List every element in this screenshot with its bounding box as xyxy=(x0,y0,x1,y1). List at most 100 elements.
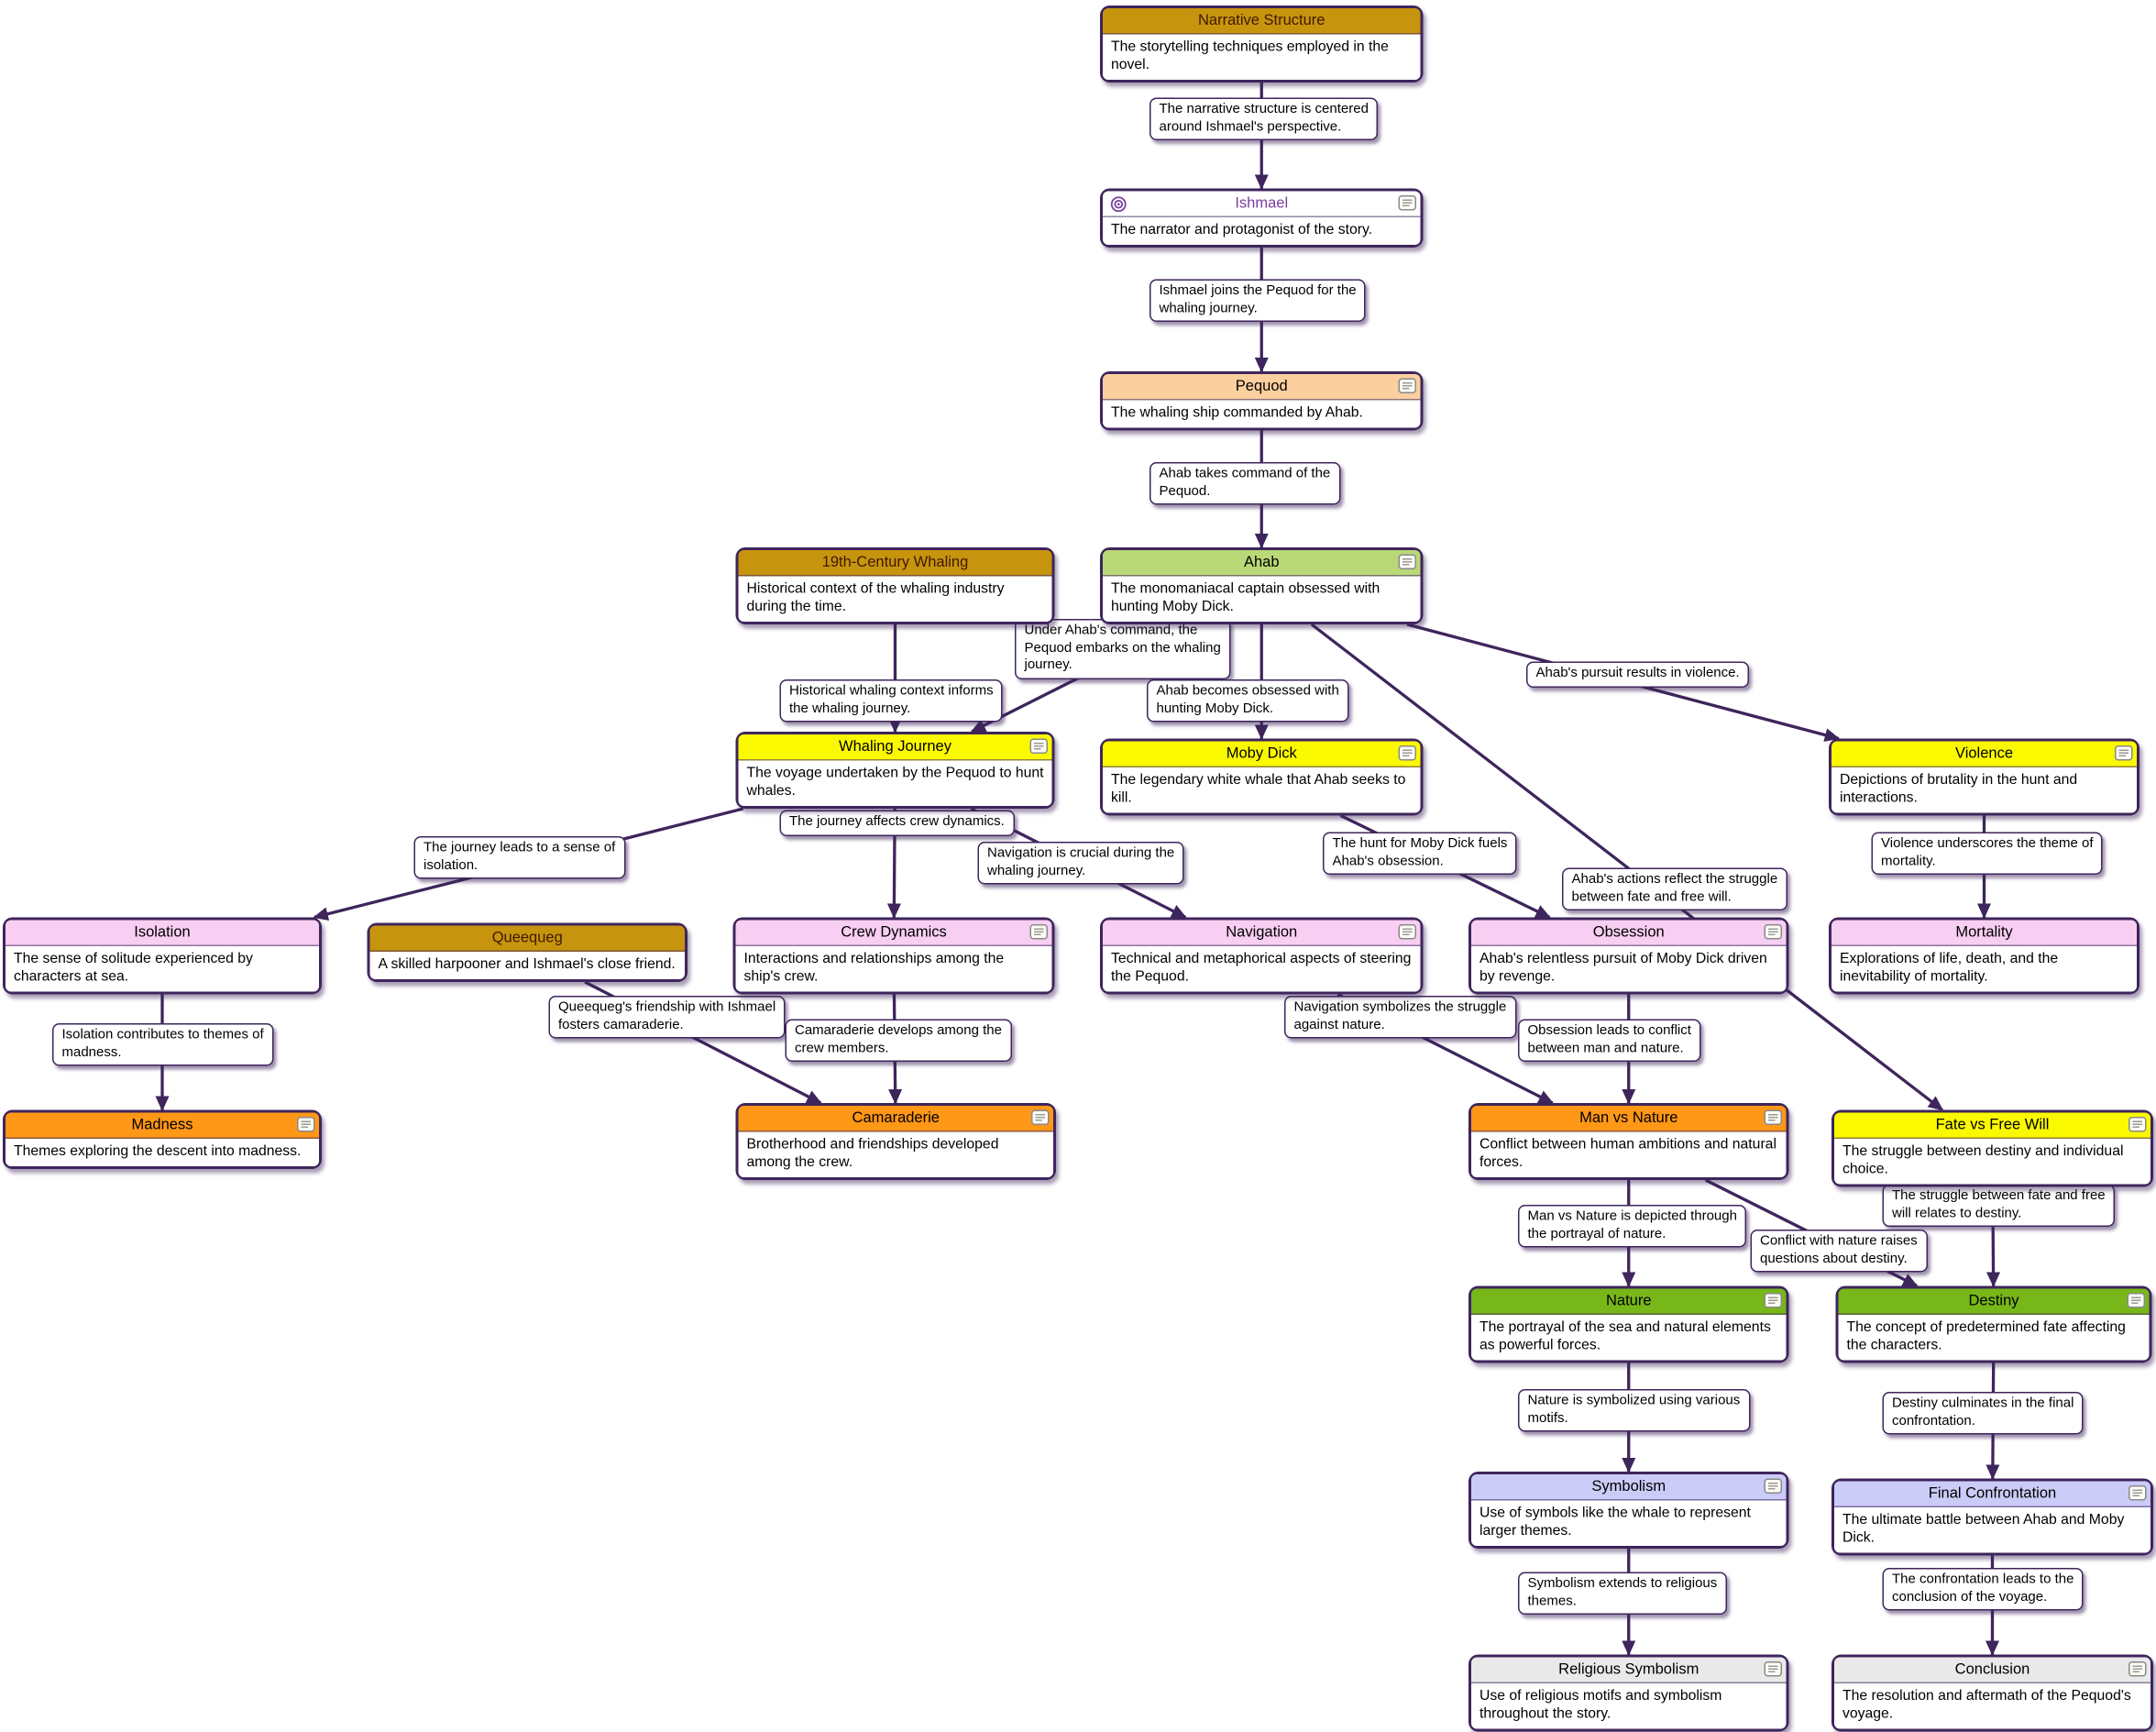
note-icon[interactable] xyxy=(1765,1660,1783,1676)
edge-label-man-vs-nature-to-destiny: Conflict with nature raises questions ab… xyxy=(1751,1230,1928,1273)
node-title: Navigation xyxy=(1226,923,1297,942)
node-header: Whaling Journey xyxy=(739,734,1052,761)
note-icon[interactable] xyxy=(1765,1109,1783,1125)
note-icon[interactable] xyxy=(2128,1292,2146,1307)
node-title: Violence xyxy=(1955,745,2013,763)
note-icon[interactable] xyxy=(1399,378,1417,393)
note-icon[interactable] xyxy=(1031,1109,1050,1125)
node-title: Final Confrontation xyxy=(1929,1484,2056,1503)
node-description: The struggle between destiny and individ… xyxy=(1834,1139,2150,1185)
edge-label-ahab-to-whaling-journey: Under Ahab's command, the Pequod embarks… xyxy=(1015,619,1230,678)
node-title: Mortality xyxy=(1955,923,2012,942)
edge-label-queequeg-to-camaraderie: Queequeg's friendship with Ishmael foste… xyxy=(549,996,786,1039)
edge-label-whaling-journey-to-isolation: The journey leads to a sense of isolatio… xyxy=(414,836,625,879)
node-description: Use of religious motifs and symbolism th… xyxy=(1471,1683,1787,1729)
node-header: Queequeg xyxy=(370,926,686,953)
edge-label-ahab-to-fate-vs-free-will: Ahab's actions reflect the struggle betw… xyxy=(1562,868,1788,911)
node-description: Brotherhood and friendships developed am… xyxy=(739,1132,1054,1178)
note-icon[interactable] xyxy=(297,1116,315,1131)
node-title: Conclusion xyxy=(1955,1660,2030,1679)
node-header: Ahab xyxy=(1103,550,1421,577)
edge-label-whaling-journey-to-navigation: Navigation is crucial during the whaling… xyxy=(978,842,1184,885)
node-title: Queequeg xyxy=(492,929,563,947)
node-description: The resolution and aftermath of the Pequ… xyxy=(1834,1683,2150,1729)
node-title: Whaling Journey xyxy=(839,738,952,756)
note-icon[interactable] xyxy=(1765,1292,1783,1307)
node-header: Madness xyxy=(6,1113,319,1140)
node-header: Violence xyxy=(1832,742,2137,768)
note-icon[interactable] xyxy=(1399,194,1417,210)
node-description: Themes exploring the descent into madnes… xyxy=(6,1139,319,1166)
note-icon[interactable] xyxy=(2128,1484,2147,1500)
note-icon[interactable] xyxy=(1765,1478,1783,1494)
node-description: The legendary white whale that Ahab seek… xyxy=(1103,767,1421,813)
edge-label-fate-vs-free-will-to-destiny: The struggle between fate and free will … xyxy=(1883,1185,2116,1228)
node-description: The narrator and protagonist of the stor… xyxy=(1103,217,1421,245)
node-description: The ultimate battle between Ahab and Mob… xyxy=(1834,1507,2150,1553)
node-title: Moby Dick xyxy=(1226,745,1297,763)
node-title: Pequod xyxy=(1236,378,1288,396)
node-description: The storytelling techniques employed in … xyxy=(1103,35,1421,81)
node-title: Religious Symbolism xyxy=(1558,1660,1699,1679)
edge-label-nature-to-symbolism: Nature is symbolized using various motif… xyxy=(1518,1389,1750,1432)
node-description: Explorations of life, death, and the ine… xyxy=(1832,946,2137,992)
spiral-icon xyxy=(1110,194,1128,213)
edge-label-ahab-to-violence: Ahab's pursuit results in violence. xyxy=(1526,662,1749,688)
node-title: Ishmael xyxy=(1235,194,1288,213)
node-title: 19th-Century Whaling xyxy=(822,554,969,572)
note-icon[interactable] xyxy=(1399,745,1417,760)
edge-label-violence-to-mortality: Violence underscores the theme of mortal… xyxy=(1872,833,2104,876)
edge-label-navigation-to-man-vs-nature: Navigation symbolizes the struggle again… xyxy=(1284,996,1516,1039)
note-icon[interactable] xyxy=(1399,554,1417,569)
node-header: Ishmael xyxy=(1103,192,1421,218)
node-description: The concept of predetermined fate affect… xyxy=(1839,1315,2150,1361)
note-icon[interactable] xyxy=(2128,1116,2147,1131)
node-title: Madness xyxy=(132,1116,193,1134)
edge-label-crew-dynamics-to-camaraderie: Camaraderie develops among the crew memb… xyxy=(786,1020,1012,1063)
edge-label-19th-century-whaling-to-whaling-journey: Historical whaling context informs the w… xyxy=(780,679,1004,723)
note-icon[interactable] xyxy=(2128,1660,2147,1676)
node-title: Camaraderie xyxy=(852,1109,940,1128)
node-header: Crew Dynamics xyxy=(736,921,1052,947)
edge-label-narrative-structure-to-ishmael: The narrative structure is centered arou… xyxy=(1150,98,1378,141)
edge-label-symbolism-to-religious-symbolism: Symbolism extends to religious themes. xyxy=(1518,1572,1727,1616)
note-icon[interactable] xyxy=(2115,745,2133,760)
node-header: Destiny xyxy=(1839,1289,2150,1316)
node-title: Obsession xyxy=(1593,923,1665,942)
node-title: Narrative Structure xyxy=(1198,12,1325,30)
edge-label-moby-dick-to-obsession: The hunt for Moby Dick fuels Ahab's obse… xyxy=(1323,833,1517,876)
node-description: Interactions and relationships among the… xyxy=(736,946,1052,992)
note-icon[interactable] xyxy=(1765,923,1783,939)
note-icon[interactable] xyxy=(1030,923,1049,939)
edge-label-isolation-to-madness: Isolation contributes to themes of madne… xyxy=(52,1023,273,1066)
note-icon[interactable] xyxy=(1399,923,1417,939)
node-description: The portrayal of the sea and natural ele… xyxy=(1471,1315,1787,1361)
note-icon[interactable] xyxy=(1030,738,1049,754)
node-header: Pequod xyxy=(1103,374,1421,401)
